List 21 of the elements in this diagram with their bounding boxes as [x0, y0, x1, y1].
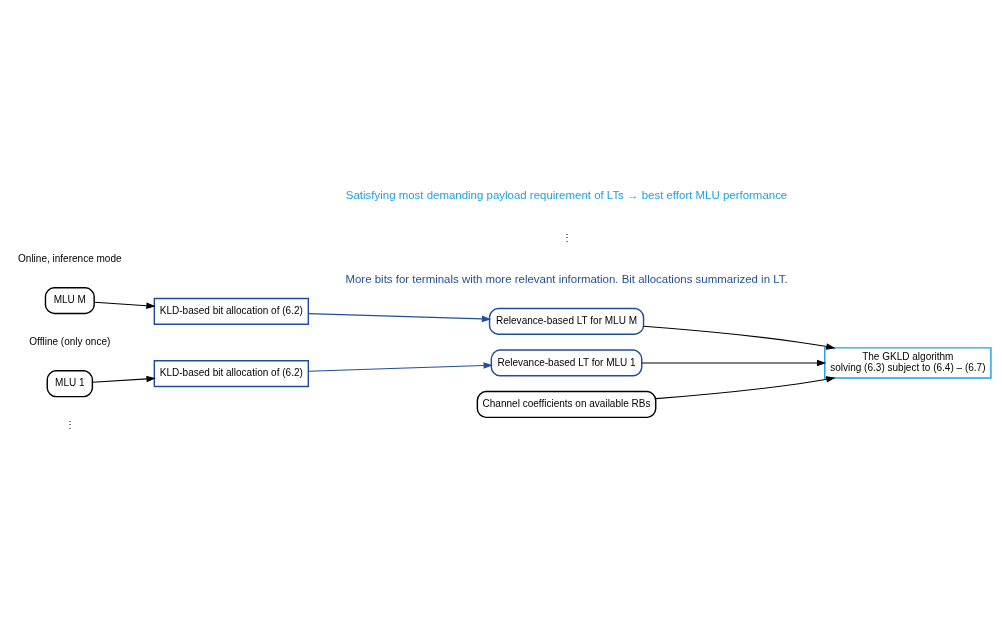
node-box: MLU M — [44, 286, 95, 314]
label: Satisfying most demanding payload requirement of LTs → best effort MLU performance — [345, 188, 788, 201]
label: ⋮ — [561, 231, 572, 243]
node-box: The GKLD algorithm solving (6.3) subject to (6.4) – (6.7) — [824, 346, 992, 379]
arrow — [643, 325, 836, 350]
arrow — [307, 312, 492, 322]
arrow — [655, 375, 836, 399]
arrow — [307, 361, 493, 372]
node-box: Relevance-based LT for MLU M — [488, 307, 645, 335]
label: ⋮ — [64, 418, 75, 430]
arrow — [91, 375, 156, 383]
arrow — [641, 359, 827, 366]
node-box: KLD-based bit allocation of (6.2) — [153, 359, 310, 387]
node-box: MLU 1 — [46, 369, 94, 397]
node-box: KLD-based bit allocation of (6.2) — [153, 297, 310, 325]
label: More bits for terminals with more relevant information. Bit allocations summarized in LT. — [345, 272, 788, 285]
label: Offline (only once) — [29, 335, 111, 347]
node-box: Channel coefficients on available RBs — [476, 390, 657, 418]
arrow — [93, 301, 156, 309]
node-box: Relevance-based LT for MLU 1 — [490, 348, 643, 377]
label: Online, inference mode — [18, 252, 122, 264]
